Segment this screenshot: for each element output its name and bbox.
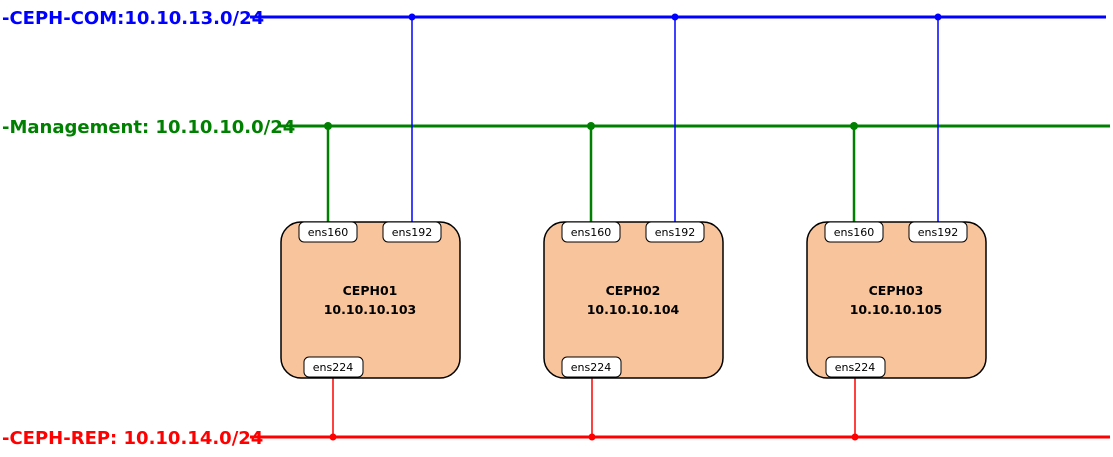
ceph-rep-label: -CEPH-REP: 10.10.14.0/24 <box>2 428 263 449</box>
node-2-com-junction <box>671 13 679 21</box>
node-1-ip: 10.10.10.103 <box>324 302 417 317</box>
ceph-node-3: ens160 ens192 ens224 CEPH03 10.10.10.105 <box>806 13 987 441</box>
ceph-com-label: -CEPH-COM:10.10.13.0/24 <box>2 8 264 29</box>
node-3-port-ens160 <box>824 221 884 243</box>
node-2-port-ens160 <box>561 221 621 243</box>
node-1-port-ens160 <box>298 221 358 243</box>
node-2-mgmt-junction <box>587 122 595 130</box>
node-3-port-ens224 <box>825 356 886 378</box>
node-3-com-junction <box>934 13 942 21</box>
node-2-port-ens192-label: ens192 <box>655 226 695 239</box>
node-1-port-ens224-label: ens224 <box>313 361 353 374</box>
node-1-port-ens192 <box>382 221 442 243</box>
node-2-rep-junction <box>588 433 596 441</box>
ceph-node-1: ens160 ens192 ens224 CEPH01 10.10.10.103 <box>280 13 461 441</box>
node-3-port-ens224-label: ens224 <box>835 361 875 374</box>
node-3-name: CEPH03 <box>869 283 924 298</box>
node-2-port-ens224-label: ens224 <box>571 361 611 374</box>
node-2-port-ens224 <box>561 356 622 378</box>
node-2-ip: 10.10.10.104 <box>587 302 680 317</box>
node-2-port-ens160-label: ens160 <box>571 226 611 239</box>
node-1-name: CEPH01 <box>343 283 398 298</box>
node-2-port-ens192 <box>645 221 705 243</box>
node-3-port-ens192 <box>908 221 968 243</box>
node-2-name: CEPH02 <box>606 283 661 298</box>
node-3-mgmt-junction <box>850 122 858 130</box>
node-2-box <box>543 221 724 379</box>
node-3-port-ens160-label: ens160 <box>834 226 874 239</box>
node-1-rep-junction <box>329 433 337 441</box>
node-1-port-ens224 <box>303 356 364 378</box>
node-1-com-junction <box>408 13 416 21</box>
node-3-rep-junction <box>851 433 859 441</box>
node-1-port-ens160-label: ens160 <box>308 226 348 239</box>
node-3-port-ens192-label: ens192 <box>918 226 958 239</box>
node-1-box <box>280 221 461 379</box>
node-3-box <box>806 221 987 379</box>
management-label: -Management: 10.10.10.0/24 <box>2 117 295 138</box>
node-1-mgmt-junction <box>324 122 332 130</box>
ceph-node-2: ens160 ens192 ens224 CEPH02 10.10.10.104 <box>543 13 724 441</box>
node-1-port-ens192-label: ens192 <box>392 226 432 239</box>
node-3-ip: 10.10.10.105 <box>850 302 943 317</box>
